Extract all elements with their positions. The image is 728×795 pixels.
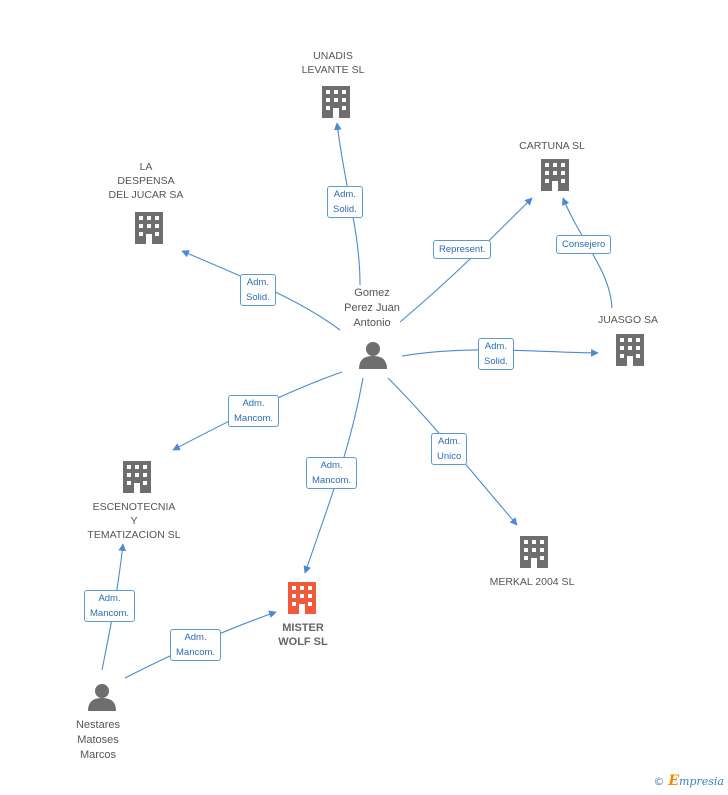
building-icon: [123, 461, 151, 493]
node-label-escenotecnia[interactable]: ESCENOTECNIA Y TEMATIZACION SL: [87, 501, 181, 541]
relation-badge-juasgo: Adm. Solid.: [478, 338, 514, 370]
building-icon: [322, 86, 350, 118]
node-label-mister[interactable]: MISTER WOLF SL: [278, 622, 328, 648]
building-icon: [616, 334, 644, 366]
node-label-despensa[interactable]: LA DESPENSA DEL JUCAR SA: [108, 161, 184, 201]
brand-footer: ©Empresia: [653, 773, 724, 789]
brand-name: mpresia: [679, 775, 724, 788]
building-icon: [135, 212, 163, 244]
relation-badge-unadis: Adm. Solid.: [327, 186, 363, 218]
node-label-unadis[interactable]: UNADIS LEVANTE SL: [301, 50, 365, 76]
relation-badge-merkal: Adm. Unico: [431, 433, 468, 465]
copyright-icon: ©: [653, 775, 665, 788]
building-icon: [541, 159, 569, 191]
focus-building-icon: [288, 582, 316, 614]
person-icon: [88, 684, 116, 711]
node-label-juasgo[interactable]: JUASGO SA: [597, 314, 659, 326]
relation-badge-juasgo-cartuna: Consejero: [556, 235, 612, 254]
relation-badge-mister: Adm. Mancom.: [306, 457, 358, 489]
building-icon: [520, 536, 548, 568]
edge-gomez-cartuna: [399, 197, 533, 323]
node-label-gomez[interactable]: Gomez Perez Juan Antonio: [344, 287, 400, 329]
relation-badge-despensa: Adm. Solid.: [240, 274, 276, 306]
relation-badge-nestares-mister: Adm. Mancom.: [170, 629, 222, 661]
person-icon: [359, 342, 387, 369]
relation-badge-escenotecnia: Adm. Mancom.: [228, 395, 280, 427]
node-label-merkal[interactable]: MERKAL 2004 SL: [489, 576, 575, 588]
node-label-nestares[interactable]: Nestares Matoses Marcos: [75, 719, 121, 761]
relation-badge-cartuna: Represent.: [433, 240, 492, 259]
node-label-cartuna[interactable]: CARTUNA SL: [519, 140, 585, 152]
brand-logo-initial: E: [668, 773, 680, 789]
edge-juasgo-cartuna: [562, 197, 613, 309]
relation-badge-nestares-escenotecnia: Adm. Mancom.: [84, 590, 136, 622]
